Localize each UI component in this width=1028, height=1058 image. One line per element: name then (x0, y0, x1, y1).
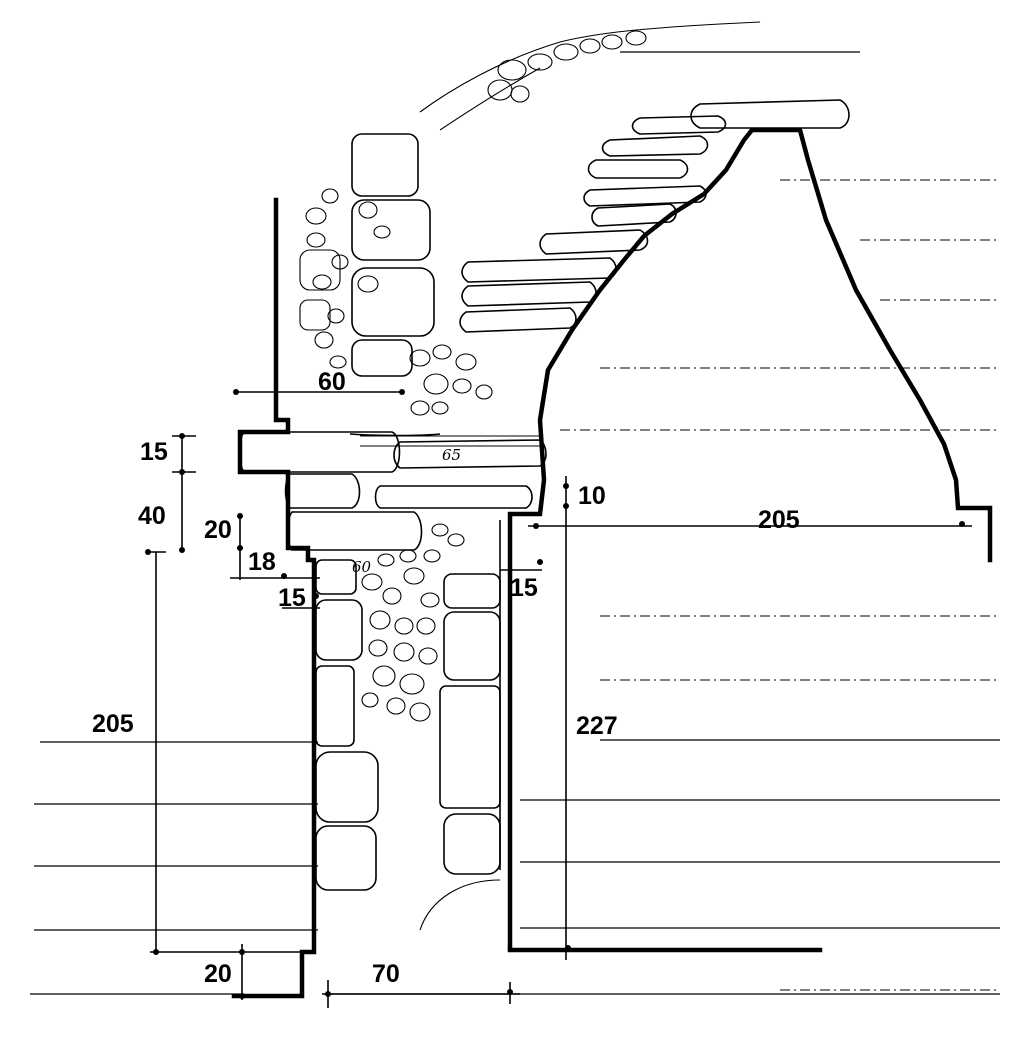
note-60: 60 (352, 558, 372, 576)
dimension-15-right: 15 (510, 574, 538, 602)
section-outline (231, 127, 993, 999)
dimension-18: 18 (248, 548, 276, 576)
lower-masonry (315, 523, 501, 931)
dimension-labels: 60 15 40 20 18 15 15 10 205 205 227 20 7… (92, 368, 800, 988)
dimension-15-top: 15 (140, 438, 168, 466)
dimension-lines (145, 389, 972, 1008)
dimension-70: 70 (372, 960, 400, 988)
dimension-227: 227 (576, 712, 618, 740)
dimension-20-upper: 20 (204, 516, 232, 544)
dimension-40: 40 (138, 502, 166, 530)
lintel-stones (238, 431, 533, 551)
note-65: 65 (442, 446, 461, 464)
dimension-20-bottom: 20 (204, 960, 232, 988)
upper-masonry (299, 21, 850, 469)
handwritten-notes: 65 60 (352, 446, 461, 576)
dimension-10: 10 (578, 482, 606, 510)
dimension-60: 60 (318, 368, 346, 396)
left-course-lines (30, 741, 1000, 995)
course-lines (520, 51, 1000, 991)
dimension-15-left: 15 (278, 584, 306, 612)
dimension-205-left: 205 (92, 710, 134, 738)
dimension-205-right: 205 (758, 506, 800, 534)
